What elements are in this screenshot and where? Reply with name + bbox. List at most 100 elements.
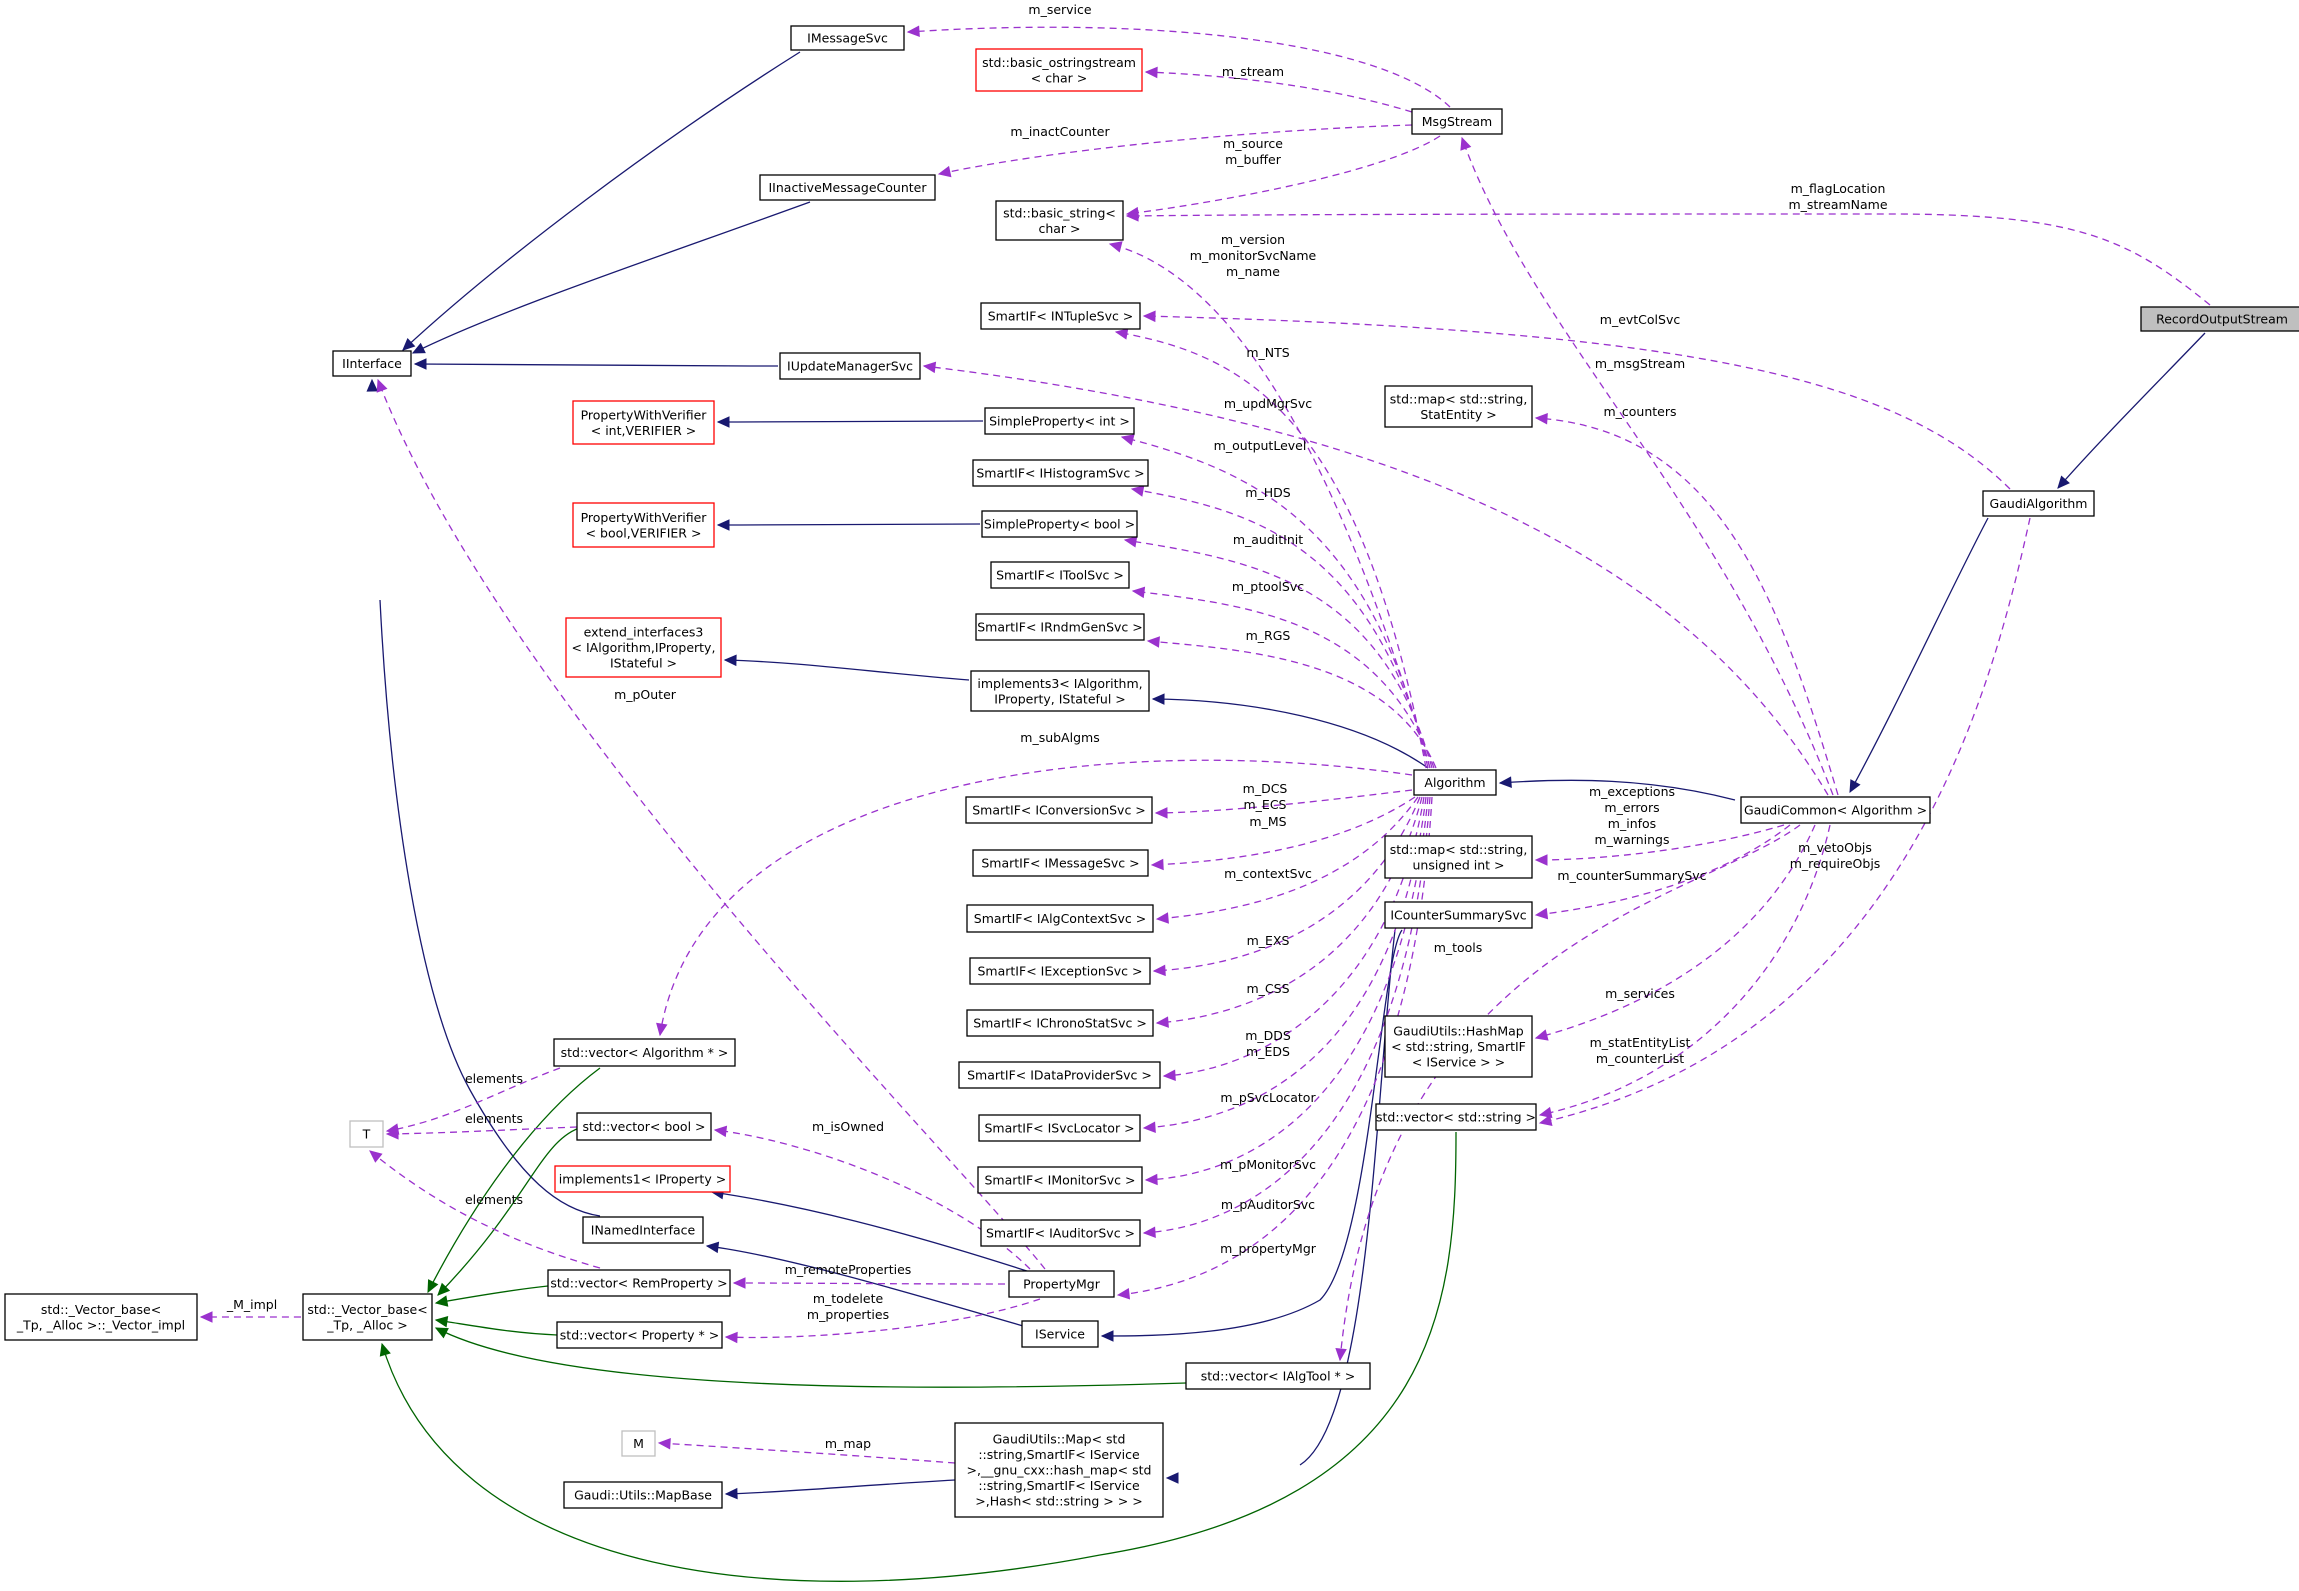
edge-Algorithm-to-GaudiCommon xyxy=(1498,776,1736,801)
class-node-GaudiUtilsMap[interactable]: GaudiUtils::Map< std::string,SmartIF< IS… xyxy=(954,1422,1164,1518)
edge-SmartIF_IMessageSvc-to-Algorithm xyxy=(1150,796,1416,871)
arrow-head xyxy=(1120,434,1135,446)
class-node-GaudiAlgorithm[interactable]: GaudiAlgorithm xyxy=(1982,490,2095,517)
edge-line xyxy=(711,1191,1031,1273)
class-node-Algorithm[interactable]: Algorithm xyxy=(1413,769,1497,796)
class-box xyxy=(990,561,1130,589)
class-node-SmartIF_ISvcLocator[interactable]: SmartIF< ISvcLocator > xyxy=(978,1114,1141,1142)
class-node-SimpleProperty_int[interactable]: SimpleProperty< int > xyxy=(984,407,1135,435)
class-box xyxy=(977,1166,1143,1194)
arrow-head xyxy=(402,337,416,351)
arrow-head xyxy=(1150,858,1164,871)
class-node-IInactiveMessageCounter[interactable]: IInactiveMessageCounter xyxy=(759,174,936,201)
class-node-SmartIF_IMessageSvc[interactable]: SmartIF< IMessageSvc > xyxy=(972,849,1149,877)
class-box xyxy=(621,1430,656,1457)
class-node-RecordOutputStream[interactable]: RecordOutputStream xyxy=(2140,306,2299,332)
class-node-implements3[interactable]: implements3< IAlgorithm,IProperty, IStat… xyxy=(970,670,1150,712)
class-node-SmartIF_INTupleSvc[interactable]: SmartIF< INTupleSvc > xyxy=(980,302,1141,330)
class-node-SmartIF_IChronoStatSvc[interactable]: SmartIF< IChronoStatSvc > xyxy=(966,1009,1154,1037)
class-node-PWV_int[interactable]: PropertyWithVerifier< int,VERIFIER > xyxy=(572,400,715,445)
edge-basic_string-to-MsgStream xyxy=(1125,135,1441,219)
class-node-GaudiCommon[interactable]: GaudiCommon< Algorithm > xyxy=(1740,796,1931,824)
class-node-ostringstream[interactable]: std::basic_ostringstream< char > xyxy=(975,48,1143,92)
edge-Vector_impl-to-Vector_base xyxy=(199,1311,301,1323)
class-node-IService[interactable]: IService xyxy=(1021,1320,1099,1348)
class-node-PropertyMgr[interactable]: PropertyMgr xyxy=(1008,1270,1115,1298)
class-node-vector_Algorithm[interactable]: std::vector< Algorithm * > xyxy=(553,1038,736,1067)
arrow-head xyxy=(1154,807,1168,819)
edge-line xyxy=(1152,698,1429,769)
class-box xyxy=(576,1112,712,1141)
class-node-SmartIF_IAuditorSvc[interactable]: SmartIF< IAuditorSvc > xyxy=(980,1219,1141,1247)
class-node-IUpdateManagerSvc[interactable]: IUpdateManagerSvc xyxy=(779,352,921,380)
edge-label: m_pAuditorSvc xyxy=(1221,1197,1315,1212)
edge-line xyxy=(1109,243,1431,769)
class-node-vector_string[interactable]: std::vector< std::string > xyxy=(1375,1103,1537,1131)
class-node-INamedInterface[interactable]: INamedInterface xyxy=(582,1216,704,1244)
edge-line xyxy=(724,659,970,681)
edge-vector_IAlgTool-to-GaudiCommon xyxy=(1335,824,1801,1362)
edge-line xyxy=(1535,824,1791,916)
class-node-SimpleProperty_bool[interactable]: SimpleProperty< bool > xyxy=(981,510,1138,538)
edge-T-to-vector_bool xyxy=(385,1126,578,1140)
class-name: GaudiCommon< Algorithm > xyxy=(1744,803,1927,818)
class-node-SmartIF_IHistogramSvc[interactable]: SmartIF< IHistogramSvc > xyxy=(972,459,1149,487)
class-node-M[interactable]: M xyxy=(621,1430,656,1457)
class-node-SmartIF_IToolSvc[interactable]: SmartIF< IToolSvc > xyxy=(990,561,1130,589)
class-node-implements1[interactable]: implements1< IProperty > xyxy=(554,1165,731,1193)
class-node-HashMap[interactable]: GaudiUtils::HashMap< std::string, SmartI… xyxy=(1384,1015,1533,1078)
arrow-head xyxy=(366,378,379,392)
arrow-head xyxy=(1152,964,1166,977)
edge-line xyxy=(1151,796,1416,866)
class-node-vector_bool[interactable]: std::vector< bool > xyxy=(576,1112,712,1141)
arrow-head xyxy=(1534,412,1548,425)
edge-line xyxy=(717,420,984,423)
class-box xyxy=(972,459,1149,487)
class-node-SmartIF_IExceptionSvc[interactable]: SmartIF< IExceptionSvc > xyxy=(969,957,1151,985)
edge-IUpdateManagerSvc-to-GaudiCommon xyxy=(922,361,1829,796)
class-name: GaudiUtils::HashMap< std::string, SmartI… xyxy=(1391,1024,1526,1070)
class-node-SmartIF_IConversionSvc[interactable]: SmartIF< IConversionSvc > xyxy=(965,796,1153,824)
arrow-head xyxy=(1130,485,1145,497)
class-name: MsgStream xyxy=(1422,114,1492,129)
edge-label: m_pOuter xyxy=(614,687,677,702)
arrow-head xyxy=(1335,1348,1347,1362)
class-node-SmartIF_IDataProviderSvc[interactable]: SmartIF< IDataProviderSvc > xyxy=(958,1061,1161,1089)
class-node-T[interactable]: T xyxy=(349,1120,384,1148)
edge-label: m_subAlgms xyxy=(1020,730,1099,745)
edge-label: m_MS xyxy=(1249,814,1286,829)
edge-line xyxy=(386,1067,561,1132)
class-node-SmartIF_IRndmGenSvc[interactable]: SmartIF< IRndmGenSvc > xyxy=(975,613,1145,641)
class-box xyxy=(553,1038,736,1067)
arrow-head xyxy=(1108,241,1123,253)
class-node-IMessageSvc[interactable]: IMessageSvc xyxy=(790,25,905,51)
class-node-Vector_base[interactable]: std::_Vector_base<_Tp, _Alloc > xyxy=(302,1293,433,1341)
class-name: GaudiUtils::Map< std::string,SmartIF< IS… xyxy=(967,1432,1152,1509)
class-node-Vector_impl[interactable]: std::_Vector_base<_Tp, _Alloc >::_Vector… xyxy=(4,1293,198,1341)
class-node-vector_RemProperty[interactable]: std::vector< RemProperty > xyxy=(547,1269,731,1297)
class-node-basic_string[interactable]: std::basic_string<char > xyxy=(995,200,1124,241)
class-node-SmartIF_IAlgContextSvc[interactable]: SmartIF< IAlgContextSvc > xyxy=(966,904,1154,933)
class-node-MsgStream[interactable]: MsgStream xyxy=(1411,108,1503,135)
class-node-vector_IAlgTool[interactable]: std::vector< IAlgTool * > xyxy=(1185,1362,1371,1390)
edge-implements3-to-Algorithm xyxy=(1151,693,1429,769)
edge-line xyxy=(1539,824,1831,1116)
edge-line xyxy=(659,759,1413,1036)
class-node-IInterface[interactable]: IInterface xyxy=(332,350,412,377)
class-box xyxy=(2140,306,2299,332)
arrow-head xyxy=(1142,310,1156,323)
class-node-vector_Property[interactable]: std::vector< Property * > xyxy=(556,1321,723,1349)
arrow-head xyxy=(1538,1114,1553,1127)
class-node-ICounterSummarySvc[interactable]: ICounterSummarySvc xyxy=(1384,901,1533,929)
class-node-PWV_bool[interactable]: PropertyWithVerifier< bool,VERIFIER > xyxy=(572,502,715,548)
edge-basic_string-to-Algorithm xyxy=(1108,241,1431,769)
class-node-MapBase[interactable]: Gaudi::Utils::MapBase xyxy=(563,1481,723,1509)
edge-label: m_map xyxy=(825,1436,871,1451)
class-node-map_unsigned[interactable]: std::map< std::string,unsigned int > xyxy=(1384,835,1533,879)
class-node-map_StatEntity[interactable]: std::map< std::string,StatEntity > xyxy=(1384,385,1533,428)
class-node-SmartIF_IMonitorSvc[interactable]: SmartIF< IMonitorSvc > xyxy=(977,1166,1143,1194)
edge-M-to-GaudiUtilsMap xyxy=(657,1437,956,1464)
edge-line xyxy=(725,1298,1041,1339)
class-node-extend_interfaces3[interactable]: extend_interfaces3< IAlgorithm,IProperty… xyxy=(565,617,722,678)
